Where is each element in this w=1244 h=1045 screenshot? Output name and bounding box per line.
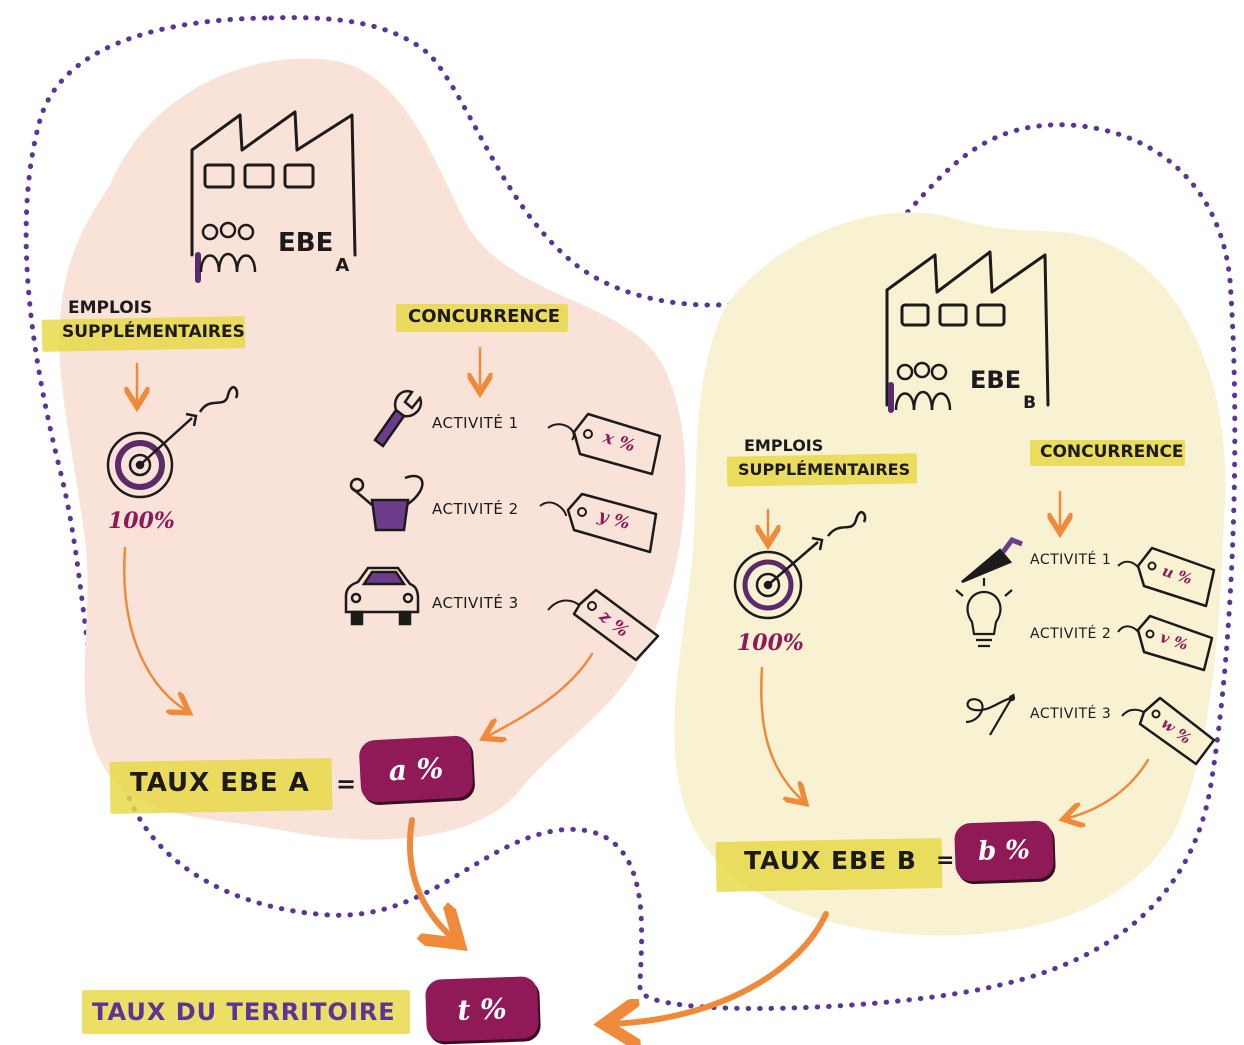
territory-label: TAUX DU TERRITOIRE	[92, 998, 396, 1026]
target-percent-b: 100%	[737, 630, 804, 656]
rate-label-a: TAUX EBE A	[130, 768, 310, 798]
rate-value-b: b %	[954, 820, 1054, 882]
price-tag-z	[547, 588, 660, 662]
ebe-b-zone	[674, 212, 1226, 936]
ebe-a-subscript: A	[335, 255, 350, 277]
lightbulb-icon	[955, 578, 1013, 648]
price-tag-x	[547, 412, 662, 476]
price-tag-v	[1117, 614, 1214, 672]
ebe-a-title: EBEA	[278, 228, 350, 277]
jobs-label-b: EMPLOIS SUPPLÉMENTAIRES	[738, 436, 911, 479]
car-icon	[344, 566, 420, 626]
ebe-b-title: EBEB	[970, 366, 1037, 413]
watering-can-icon	[349, 474, 424, 532]
competition-label-a: CONCURRENCE	[408, 306, 560, 327]
activity-label-b1: ACTIVITÉ 1	[1030, 552, 1112, 568]
needle-thread-icon	[965, 693, 1016, 736]
rate-label-b: TAUX EBE B	[744, 846, 917, 875]
highlight	[82, 990, 410, 1034]
people-icon	[894, 361, 952, 411]
territory-value: t %	[424, 976, 540, 1042]
highlight	[1030, 440, 1185, 466]
people-icon	[199, 221, 257, 273]
jobs-label-a: EMPLOIS SUPPLÉMENTAIRES	[62, 298, 245, 342]
activity-label-b2: ACTIVITÉ 2	[1030, 626, 1112, 642]
big-arrows	[406, 817, 829, 1024]
equals-a: =	[336, 770, 357, 798]
competition-label-b: CONCURRENCE	[1040, 442, 1184, 462]
ebe-a-zone	[59, 58, 686, 840]
highlight	[396, 304, 568, 332]
price-tag-u	[1117, 546, 1216, 608]
equals-b: =	[936, 848, 955, 873]
target-percent-a: 100%	[108, 508, 175, 534]
factory-a-icon	[190, 110, 357, 283]
activity-label-a2: ACTIVITÉ 2	[432, 500, 519, 518]
target-icon	[733, 510, 867, 620]
activity-label-b3: ACTIVITÉ 3	[1030, 706, 1112, 722]
flow-arrows	[123, 346, 1150, 818]
activity-label-a1: ACTIVITÉ 1	[432, 414, 519, 432]
factory-b-icon	[885, 250, 1050, 413]
ebe-b-subscript: B	[1023, 392, 1037, 413]
price-tag-y	[539, 492, 658, 554]
rate-value-a: a %	[358, 735, 474, 803]
price-tag-w	[1121, 696, 1216, 766]
trowel-icon	[961, 536, 1023, 584]
wrench-icon	[373, 389, 423, 448]
target-icon	[106, 385, 239, 499]
activity-label-a3: ACTIVITÉ 3	[432, 594, 519, 612]
